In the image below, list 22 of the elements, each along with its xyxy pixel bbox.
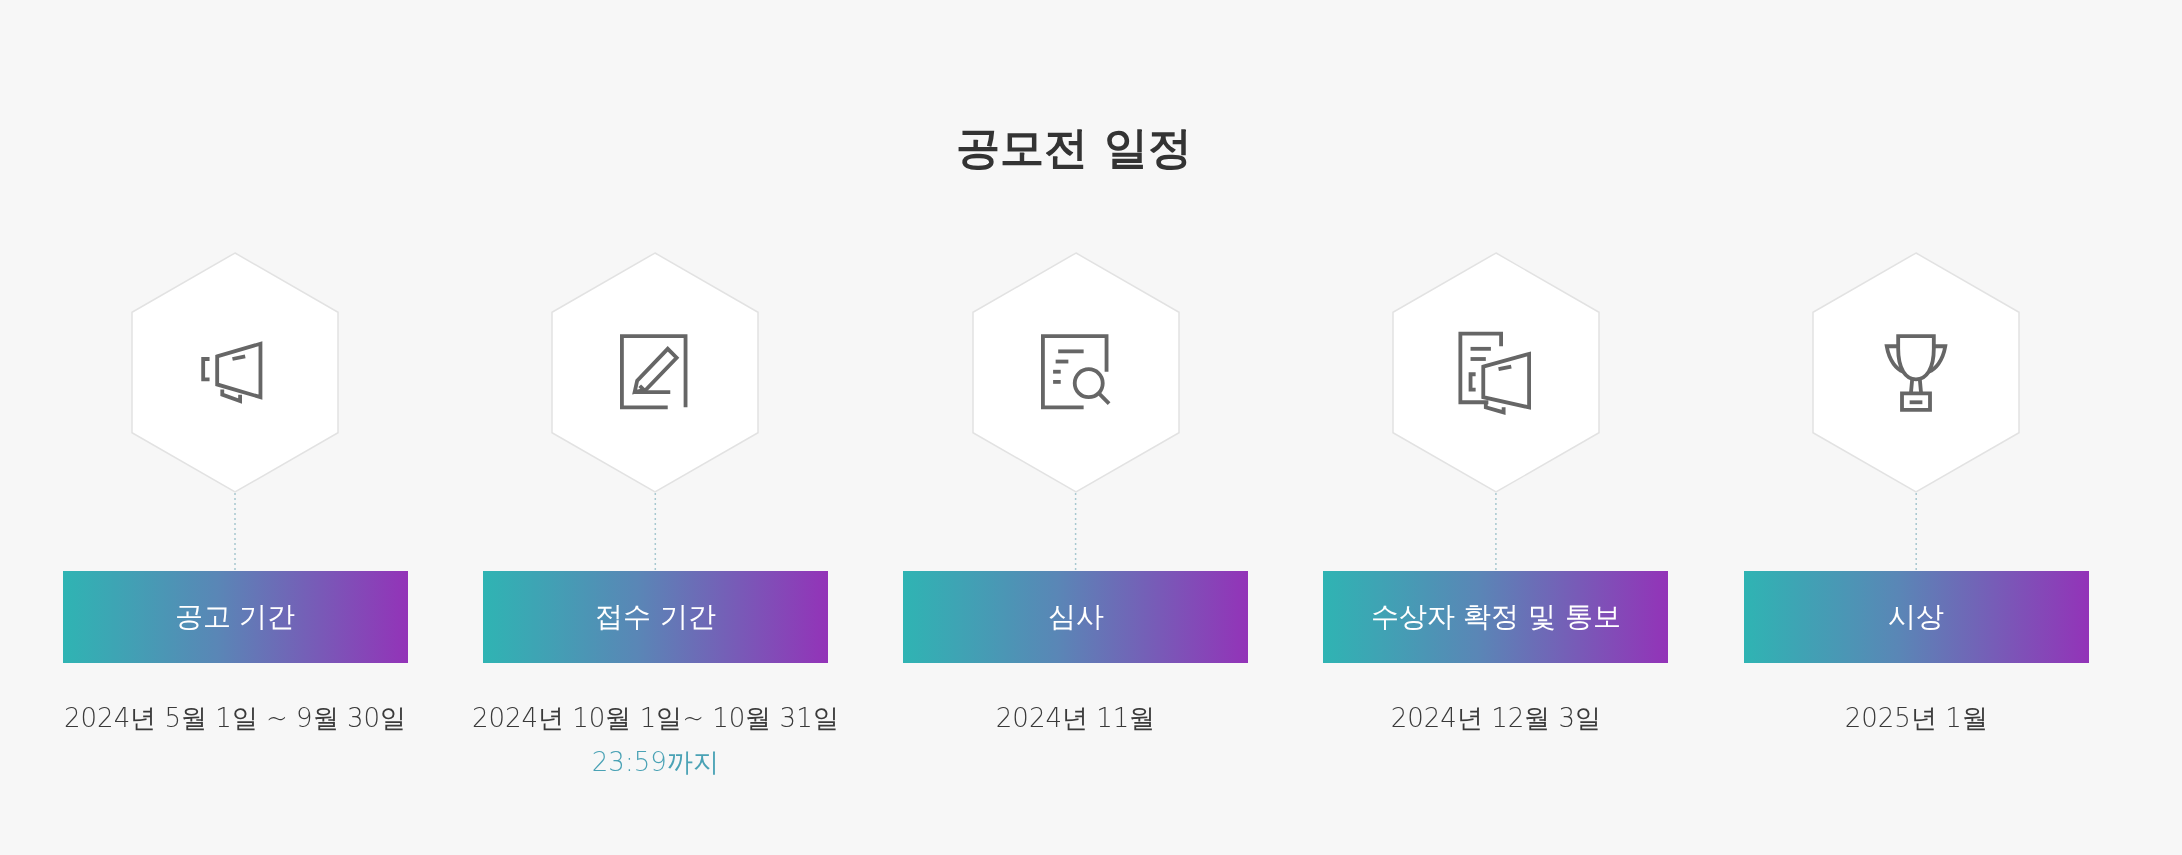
stage-banner: 공고 기간 [62, 571, 408, 663]
date-text: 2024년 12월 3일 [1390, 702, 1602, 735]
date-text: 2025년 1월 [1844, 702, 1988, 735]
stage-banner: 접수 기간 [482, 571, 828, 663]
stage-banner: 수상자 확정 및 통보 [1323, 571, 1669, 663]
deadline-note: 23:59까지 [591, 746, 719, 779]
date-text: 2024년 11월 [995, 702, 1156, 735]
hexagon-tile [971, 252, 1180, 493]
stage-banner: 심사 [903, 571, 1249, 663]
hexagon-tile [1812, 252, 2021, 493]
connector-line [1074, 492, 1077, 572]
connector-line [1495, 492, 1497, 572]
hexagon-tile [131, 252, 339, 493]
date-text: 2024년 5월 1일 ~ 9월 30일 [64, 702, 406, 735]
connector-line [1915, 492, 1917, 572]
hexagon-tile [1391, 252, 1600, 493]
stage-banner: 시상 [1743, 571, 2089, 663]
title: 공모전 일정 [956, 121, 1192, 175]
connector-line [234, 492, 236, 572]
hexagon-tile [551, 252, 760, 493]
connector-line [654, 492, 657, 572]
date-text: 2024년 10월 1일~ 10월 31일 [471, 702, 839, 735]
